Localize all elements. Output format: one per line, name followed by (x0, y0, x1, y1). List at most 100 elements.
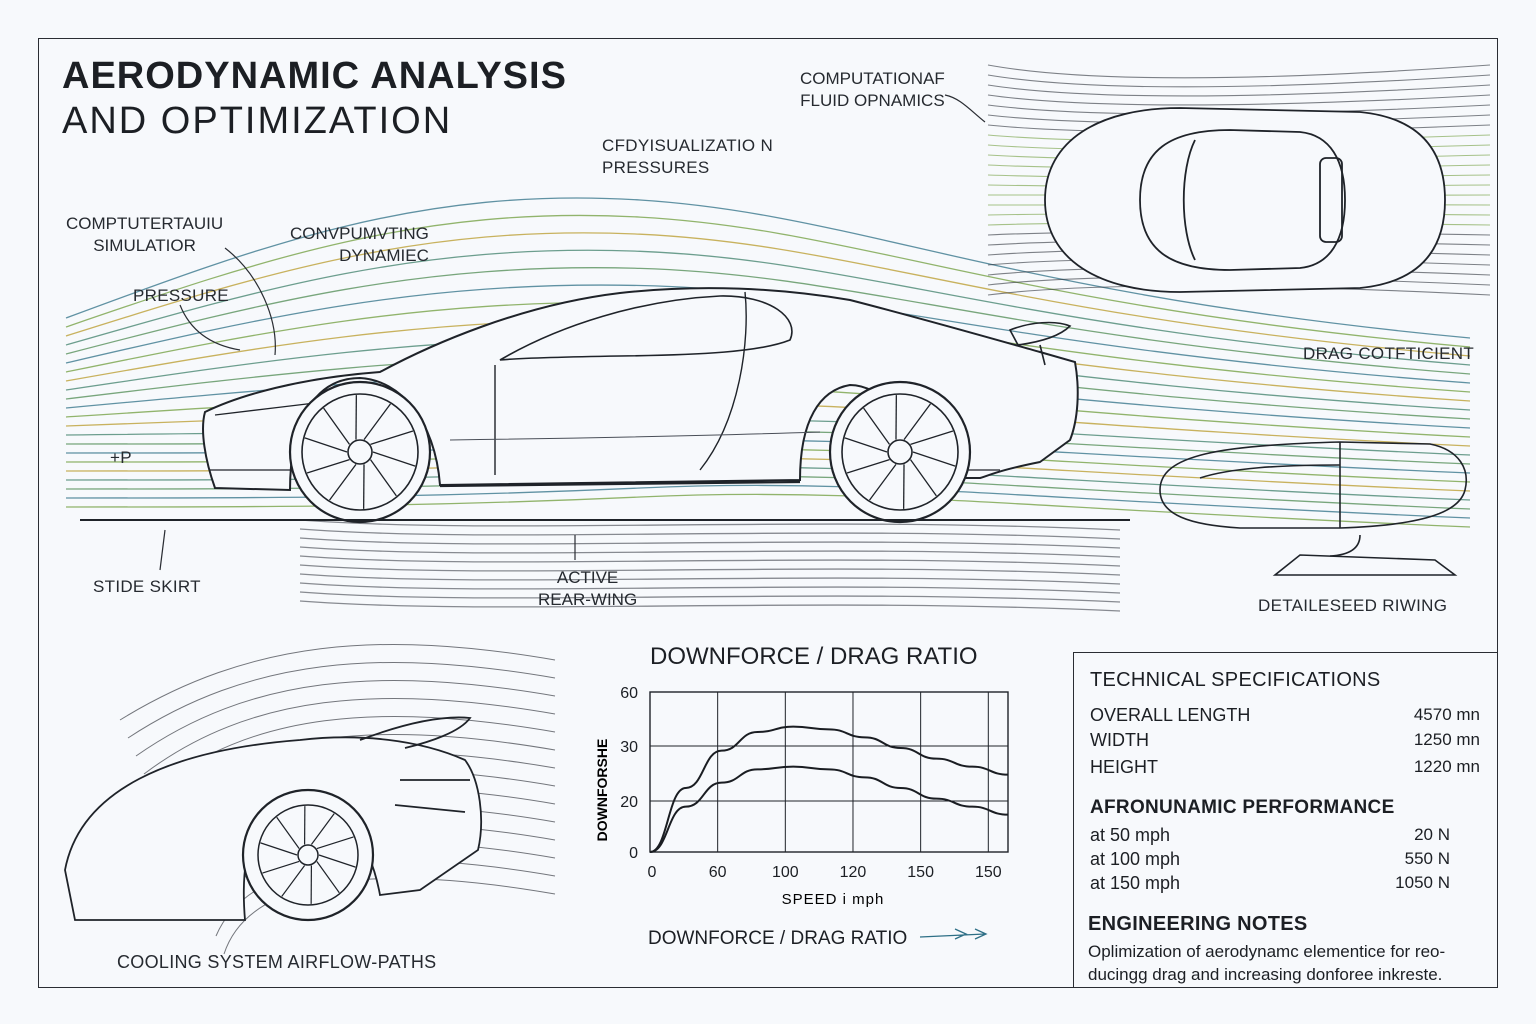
wheel-front (288, 380, 432, 524)
label-cfd-visualization: CFDYISUALIZATIO N PRESSURES (602, 135, 773, 179)
specs-heading: TECHNICAL SPECIFICATIONS (1090, 669, 1381, 691)
chart-footer: DOWNFORCE / DRAG RATIO (648, 928, 908, 949)
drawing-frame (38, 38, 1498, 988)
streamline-ground (299, 528, 1121, 540)
spec-key: OVERALL LENGTH (1090, 705, 1251, 725)
streamline-ground (299, 555, 1121, 567)
streamline-rear (135, 679, 556, 757)
streamline-top (987, 74, 1491, 88)
label-pressure: PRESSURE (133, 286, 229, 305)
streamline (65, 214, 1471, 348)
label-sim-line2: SIMULATIOR (93, 236, 196, 255)
chart-y-tick: 0 (629, 845, 638, 862)
spec-key: HEIGHT (1090, 757, 1159, 777)
streamline-ground (299, 573, 1121, 585)
wheel-spoke (276, 816, 300, 849)
streamline-top (987, 64, 1491, 79)
streamline-rear (119, 643, 556, 721)
label-detailed-wing: DETAILESEED RIWING (1258, 596, 1448, 615)
wheel-spoke (328, 463, 357, 501)
streamline (65, 197, 1471, 339)
wheel-spoke (369, 459, 397, 497)
wheel-spoke (304, 437, 348, 453)
car-side-view (202, 287, 1079, 492)
streamline-rear (143, 697, 556, 775)
perf-key: at 50 mph (1090, 825, 1171, 845)
label-simulation: COMPTUTERTAUIU SIMULATIOR (66, 213, 223, 257)
car-rear-view (64, 716, 483, 922)
label-cooling: COOLING SYSTEM AIRFLOW-PATHS (117, 952, 437, 972)
streamline-rear (127, 661, 556, 739)
page-title-line1: AERODYNAMIC ANALYSIS (62, 55, 567, 97)
wheel-spoke (846, 459, 890, 474)
chart-x-tick: 150 (907, 864, 934, 881)
chart-y-tick: 20 (620, 794, 638, 811)
perf-value: 1050 N (1395, 873, 1450, 892)
label-computing-line2: DYNAMIEC (339, 246, 429, 265)
streamline (65, 493, 1471, 528)
chart-x-label: SPEED i mph (782, 891, 885, 908)
wheel-spoke (903, 403, 932, 441)
chart-x-tick: 120 (840, 864, 867, 881)
chart-y-tick: 30 (620, 739, 638, 756)
wheel-spoke (363, 403, 392, 441)
label-sim-line1: COMPTUTERTAUIU (66, 214, 224, 233)
perf-key: at 100 mph (1090, 849, 1181, 869)
wheel-spoke (281, 865, 306, 897)
perf-heading: AFRONUNAMIC PERFORMANCE (1090, 797, 1395, 818)
streamline-top (987, 84, 1491, 97)
wheel-spoke (260, 842, 298, 856)
notes-text: Oplimization of aerodynamc elementice fo… (1088, 942, 1446, 984)
car-top-view (1044, 107, 1446, 293)
wheel-spoke (372, 451, 416, 467)
streamline (65, 267, 1471, 375)
arrow-icon (919, 928, 988, 940)
label-drag-coefficient: DRAG COTFTICIENT (1303, 344, 1475, 363)
label-side-skirt: STIDE SKIRT (93, 577, 201, 596)
chart-x-tick: 0 (648, 864, 657, 881)
streamline-ground (299, 600, 1121, 612)
label-active-line1: ACTIVE (556, 568, 619, 587)
wheel-spoke (863, 407, 891, 445)
wheel-spoke (316, 861, 340, 894)
label-cfd-vis-line1: CFDYISUALIZATIO N (602, 136, 774, 155)
label-plus-p: +P (110, 448, 132, 467)
chart-series-line-2 (649, 765, 1009, 853)
label-cfd-line2: FLUID OPNAMICS (800, 91, 945, 110)
spec-key: WIDTH (1090, 730, 1149, 750)
specs-panel: TECHNICAL SPECIFICATIONS OVERALL LENGTH 4… (1073, 652, 1498, 988)
wheel-spoke (316, 836, 354, 850)
wheel-spoke (868, 463, 897, 501)
perf-value: 550 N (1404, 849, 1450, 868)
streamline-ground (299, 537, 1121, 549)
streamline (65, 484, 1471, 519)
spec-value: 1250 mn (1413, 730, 1480, 749)
chart-x-tick: 100 (772, 864, 799, 881)
page-title-line2: AND OPTIMIZATION (62, 100, 453, 142)
streamline-ground (299, 519, 1121, 531)
wheel-spoke (310, 813, 335, 845)
spec-value: 4570 mn (1413, 705, 1480, 724)
wheel-spoke (844, 437, 888, 453)
streamline-ground (299, 546, 1121, 558)
streamline-top (987, 94, 1491, 106)
streamline-ground (299, 582, 1121, 594)
perf-value: 20 N (1414, 825, 1450, 844)
label-active-rear-wing: ACTIVE REAR-WING (538, 567, 637, 611)
chart-y-label: DOWNFORSHE (594, 739, 610, 842)
wheel-spoke (370, 430, 414, 445)
wheel-spoke (910, 430, 954, 445)
spec-value: 1220 mn (1413, 757, 1480, 776)
streamline-ground (299, 564, 1121, 576)
perf-key: at 150 mph (1090, 873, 1181, 893)
wheel-spoke (912, 451, 956, 467)
streamline (65, 232, 1471, 357)
wheel-spoke (262, 860, 300, 874)
streamline (65, 284, 1471, 384)
label-computing-line1: CONVPUMVTING (290, 224, 429, 243)
chart-x-tick: 60 (709, 864, 727, 881)
chart-series-line-1 (649, 725, 1009, 853)
wheel-spoke (306, 459, 350, 474)
